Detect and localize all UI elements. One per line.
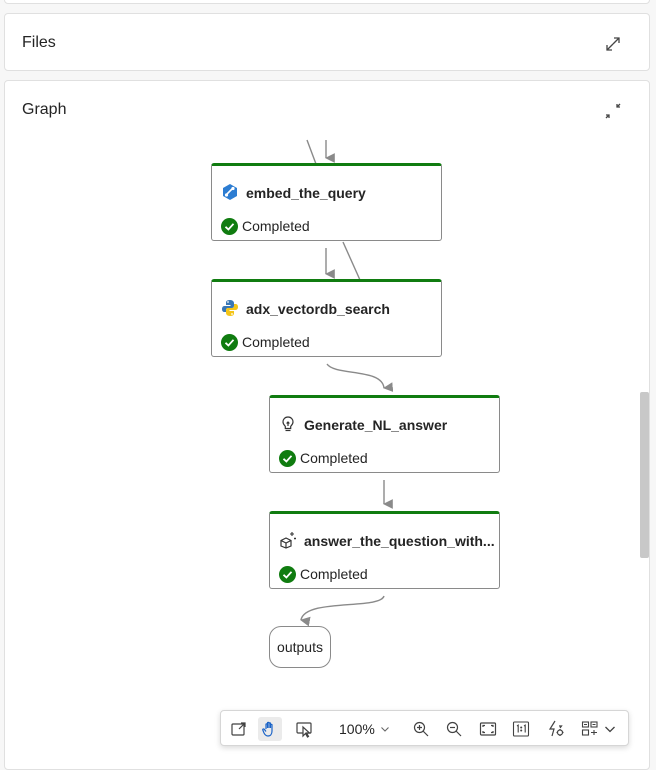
- node-status: Completed: [221, 217, 310, 235]
- outputs-label: outputs: [277, 639, 323, 655]
- files-panel-title: Files: [22, 34, 56, 51]
- select-pointer-icon[interactable]: [292, 717, 316, 741]
- collapse-icon[interactable]: [603, 101, 623, 121]
- node-status: Completed: [279, 449, 368, 467]
- chevron-down-icon[interactable]: [600, 717, 620, 741]
- embedding-icon: [221, 183, 239, 201]
- node-name: Generate_NL_answer: [304, 417, 448, 433]
- node-status-label: Completed: [242, 334, 310, 350]
- chevron-down-icon: [380, 727, 389, 732]
- node-name: adx_vectordb_search: [246, 301, 390, 317]
- graph-panel-title: Graph: [22, 101, 67, 118]
- node-status-label: Completed: [242, 218, 310, 234]
- check-circle-icon: [221, 217, 238, 235]
- files-panel: Files: [4, 13, 650, 71]
- check-circle-icon: [279, 449, 296, 467]
- node-outputs[interactable]: outputs: [269, 626, 331, 668]
- node-answer-the-question[interactable]: answer_the_question_with... Completed: [269, 511, 500, 589]
- check-circle-icon: [221, 333, 238, 351]
- graph-toolbar: 100%: [220, 710, 629, 746]
- open-external-icon[interactable]: [227, 717, 251, 741]
- fit-to-screen-icon[interactable]: [476, 717, 500, 741]
- node-adx-vectordb-search[interactable]: adx_vectordb_search Completed: [211, 279, 442, 357]
- zoom-level: 100%: [339, 721, 375, 737]
- sparkle-cube-icon: [279, 531, 297, 549]
- actual-size-icon[interactable]: [509, 717, 533, 741]
- auto-layout-icon[interactable]: [544, 717, 568, 741]
- pan-hand-icon[interactable]: [258, 717, 282, 741]
- node-status: Completed: [279, 565, 368, 583]
- node-name: answer_the_question_with...: [304, 533, 495, 549]
- zoom-in-icon[interactable]: [409, 717, 433, 741]
- zoom-out-icon[interactable]: [442, 717, 466, 741]
- python-icon: [221, 299, 239, 317]
- node-status-label: Completed: [300, 450, 368, 466]
- expand-icon[interactable]: [603, 34, 623, 54]
- lightbulb-icon: [279, 415, 297, 433]
- zoom-select[interactable]: 100%: [339, 717, 390, 741]
- node-embed-the-query[interactable]: embed_the_query Completed: [211, 163, 442, 241]
- minimap-icon[interactable]: [578, 717, 602, 741]
- node-name: embed_the_query: [246, 185, 366, 201]
- node-status-label: Completed: [300, 566, 368, 582]
- top-panel-edge: [4, 0, 650, 4]
- check-circle-icon: [279, 565, 296, 583]
- node-generate-nl-answer[interactable]: Generate_NL_answer Completed: [269, 395, 500, 473]
- node-status: Completed: [221, 333, 310, 351]
- vertical-scrollbar[interactable]: [640, 392, 649, 558]
